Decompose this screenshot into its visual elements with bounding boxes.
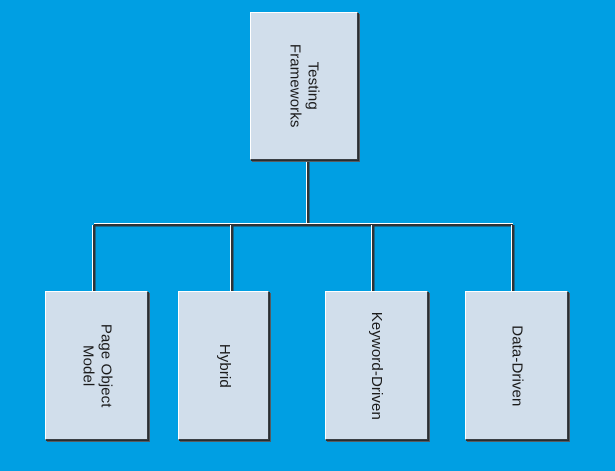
node-label-line: Testing <box>304 61 322 111</box>
node-testing-frameworks[interactable]: Testing Frameworks <box>250 12 358 160</box>
node-keyword-driven[interactable]: Keyword-Driven <box>325 291 428 440</box>
node-label-line: Keyword-Driven <box>368 311 386 420</box>
node-testing-frameworks-label: Testing Frameworks <box>286 44 322 128</box>
node-data-driven-label: Data-Driven <box>508 324 526 407</box>
node-label-line: Hybrid <box>215 343 233 388</box>
node-label-line: Page Object <box>97 323 115 408</box>
node-label-line: Model <box>79 344 97 387</box>
node-hybrid-label: Hybrid <box>215 343 233 388</box>
node-data-driven[interactable]: Data-Driven <box>465 291 568 440</box>
node-label-line: Data-Driven <box>508 324 526 407</box>
node-page-object-model-label: Page Object Model <box>79 323 115 408</box>
node-page-object-model[interactable]: Page Object Model <box>45 291 148 440</box>
node-label-line: Frameworks <box>286 44 304 128</box>
node-hybrid[interactable]: Hybrid <box>178 291 269 440</box>
node-keyword-driven-label: Keyword-Driven <box>368 311 386 420</box>
